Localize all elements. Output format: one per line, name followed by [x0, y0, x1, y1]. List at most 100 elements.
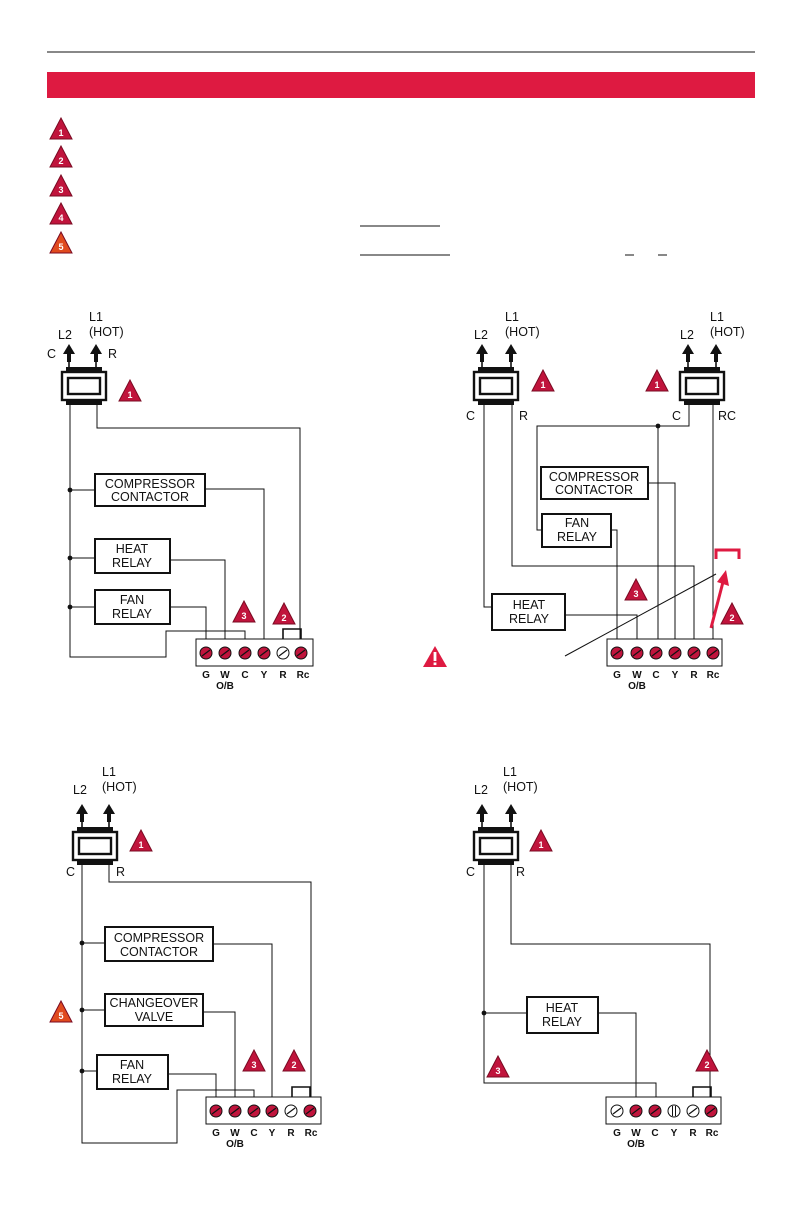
diagram-conventional-1: L1 (HOT) L2 C R 1 COMPRESSOR CONTACTOR H…	[47, 310, 314, 692]
svg-text:5: 5	[58, 242, 63, 252]
svg-text:RC: RC	[718, 409, 736, 423]
svg-text:1: 1	[58, 128, 63, 138]
svg-text:(HOT): (HOT)	[505, 325, 540, 339]
svg-text:Y: Y	[269, 1128, 276, 1139]
svg-text:FAN: FAN	[565, 516, 589, 530]
svg-text:1: 1	[138, 840, 143, 850]
svg-text:R: R	[519, 409, 528, 423]
svg-text:RELAY: RELAY	[542, 1015, 583, 1029]
legend-marker-4: 4	[49, 202, 73, 225]
svg-text:CONTACTOR: CONTACTOR	[111, 490, 189, 504]
svg-text:O/B: O/B	[216, 681, 234, 692]
diagram-heat-pump: L1 (HOT) L2 C R 1 COMPRESSOR CONTACTOR C…	[49, 765, 322, 1150]
heat-relay	[94, 538, 171, 574]
svg-text:CONTACTOR: CONTACTOR	[555, 483, 633, 497]
svg-text:C: C	[672, 409, 681, 423]
svg-text:C: C	[250, 1128, 257, 1139]
warning-marker-5: 5	[49, 999, 73, 1023]
svg-text:C: C	[241, 670, 248, 681]
svg-text:Y: Y	[261, 670, 268, 681]
compressor-contactor	[104, 926, 214, 962]
svg-text:2: 2	[704, 1060, 709, 1070]
svg-text:C: C	[66, 865, 75, 879]
label-c: C	[47, 347, 56, 361]
jumper-arrow	[709, 581, 725, 629]
svg-text:3: 3	[251, 1060, 256, 1070]
svg-text:2: 2	[729, 613, 734, 623]
svg-text:4: 4	[58, 213, 63, 223]
svg-text:HEAT: HEAT	[546, 1001, 579, 1015]
terminal-block	[606, 638, 723, 667]
svg-text:RELAY: RELAY	[509, 612, 550, 626]
svg-text:L2: L2	[73, 783, 87, 797]
compressor-contactor	[540, 466, 649, 500]
heat-relay	[491, 593, 566, 631]
svg-text:Rc: Rc	[706, 1128, 719, 1139]
svg-text:L1: L1	[710, 310, 724, 324]
svg-text:R: R	[287, 1128, 295, 1139]
svg-text:FAN: FAN	[120, 593, 144, 607]
svg-text:CONTACTOR: CONTACTOR	[120, 945, 198, 959]
diagram-two-transformer: L1 (HOT) L2 C R L1 (HOT) L2 C RC 1 1 COM…	[423, 310, 745, 692]
svg-text:R: R	[516, 865, 525, 879]
svg-text:FAN: FAN	[120, 1058, 144, 1072]
svg-text:L1: L1	[102, 765, 116, 779]
changeover-valve	[104, 993, 204, 1027]
svg-text:Y: Y	[672, 670, 679, 681]
diagram-heat-only: L1 (HOT) L2 C R 1 HEAT RELAY 3 2 G W C Y…	[466, 765, 722, 1150]
svg-text:COMPRESSOR: COMPRESSOR	[105, 477, 195, 491]
svg-text:3: 3	[58, 185, 63, 195]
removed-jumper	[714, 548, 741, 559]
svg-text:HEAT: HEAT	[116, 542, 149, 556]
compressor-contactor	[94, 473, 206, 507]
svg-text:R: R	[689, 1128, 697, 1139]
legend-marker-5: 5	[49, 230, 73, 254]
legend-list: 1 2 3 4 5	[49, 117, 73, 254]
svg-text:HEAT: HEAT	[513, 598, 546, 612]
svg-text:W: W	[631, 1128, 641, 1139]
warning-marker-3: 3	[486, 1055, 510, 1078]
legend-marker-2: 2	[49, 145, 73, 168]
svg-text:(HOT): (HOT)	[503, 780, 538, 794]
svg-text:COMPRESSOR: COMPRESSOR	[114, 931, 204, 945]
svg-text:COMPRESSOR: COMPRESSOR	[549, 470, 639, 484]
svg-text:5: 5	[58, 1011, 63, 1021]
svg-text:RELAY: RELAY	[112, 1072, 153, 1086]
warning-marker-3: 3	[624, 578, 648, 601]
svg-text:L1: L1	[505, 310, 519, 324]
svg-text:1: 1	[538, 840, 543, 850]
svg-text:L1: L1	[503, 765, 517, 779]
terminal-labels: G W C Y R Rc O/B	[202, 670, 310, 692]
warning-icon	[423, 646, 447, 667]
fan-relay	[541, 513, 612, 548]
svg-text:G: G	[202, 670, 210, 681]
svg-text:R: R	[279, 670, 287, 681]
svg-text:R: R	[116, 865, 125, 879]
svg-text:CHANGEOVER: CHANGEOVER	[110, 996, 199, 1010]
svg-text:Y: Y	[671, 1128, 678, 1139]
warning-marker-1: 1	[529, 829, 553, 852]
svg-text:3: 3	[495, 1066, 500, 1076]
svg-text:W: W	[220, 670, 230, 681]
legend-marker-1: 1	[49, 117, 73, 140]
svg-text:L2: L2	[680, 328, 694, 342]
svg-text:3: 3	[241, 611, 246, 621]
svg-text:(HOT): (HOT)	[710, 325, 745, 339]
terminal-labels: G W C Y R Rc O/B	[613, 670, 720, 692]
svg-text:(HOT): (HOT)	[102, 780, 137, 794]
svg-text:1: 1	[654, 380, 659, 390]
warning-marker-1b: 1	[645, 369, 669, 392]
svg-text:Rc: Rc	[707, 670, 720, 681]
svg-text:2: 2	[281, 613, 286, 623]
label-l1: L1	[89, 310, 103, 324]
svg-text:RELAY: RELAY	[557, 530, 598, 544]
svg-text:O/B: O/B	[627, 1139, 645, 1150]
svg-text:O/B: O/B	[226, 1139, 244, 1150]
label-r: R	[108, 347, 117, 361]
terminal-block	[195, 638, 314, 667]
svg-text:2: 2	[58, 156, 63, 166]
warning-marker-3: 3	[232, 600, 256, 623]
warning-marker-2: 2	[695, 1049, 719, 1072]
svg-text:O/B: O/B	[628, 681, 646, 692]
